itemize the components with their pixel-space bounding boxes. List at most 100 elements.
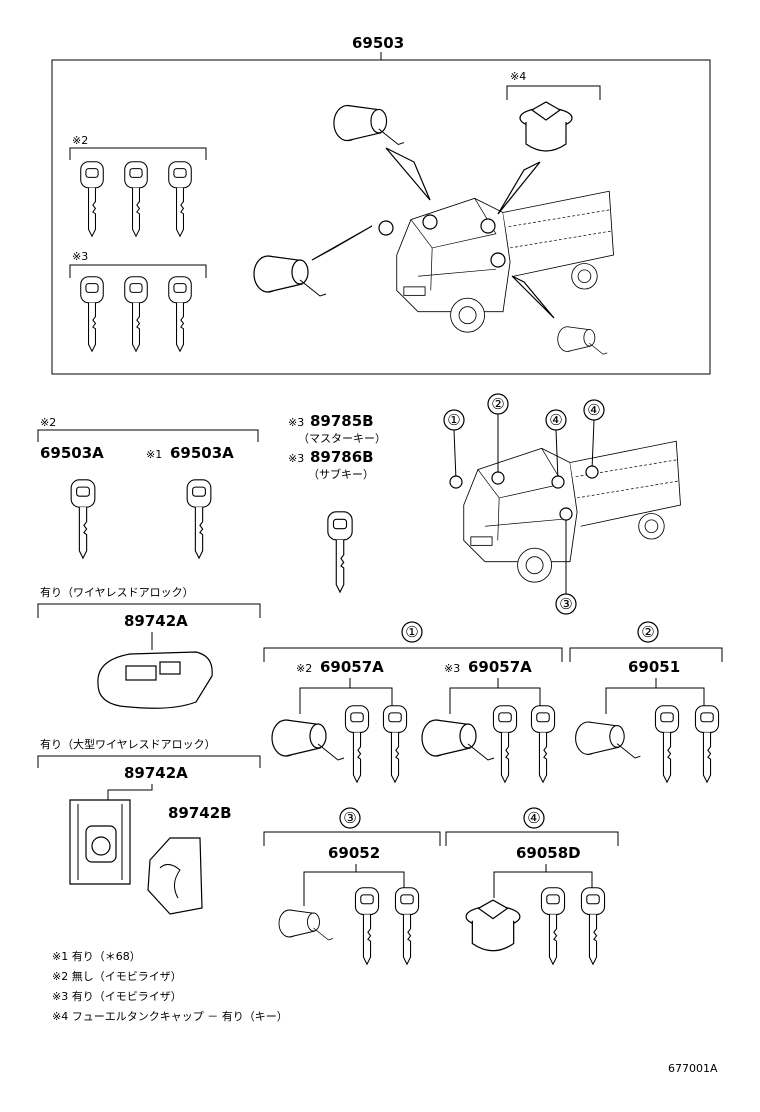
group-1-marker [401,621,423,643]
group-2-bracket [569,647,723,662]
group-3-callout: ③ [343,809,356,827]
key-icon [168,161,192,237]
group-1-left-note: ※2 [296,662,312,675]
pointer-arrow [311,225,373,261]
group-2-marker [637,621,659,643]
truck-callout-1: ① [447,411,460,429]
group-4-part: 69058D [516,844,581,862]
key-icon [124,161,148,237]
large-remote-edges [77,804,123,880]
location-dot [551,475,565,489]
location-dot [491,471,505,485]
group-2-callout: ② [641,623,654,641]
large-remote-button [91,836,111,856]
remote-button [125,665,157,681]
truck-callout-4a: ④ [549,411,562,429]
figure-id: 677001A [668,1062,718,1075]
lock-cylinder-icon [333,104,405,146]
note-4-bracket [506,85,601,100]
group-4-callout: ④ [527,809,540,827]
key-icon [80,161,104,237]
location-dot [422,214,438,230]
group-1-right-note: ※3 [444,662,460,675]
key-icon [492,705,518,783]
legend-line-4: ※4 フューエルタンクキャップ － 有り（キー） [52,1009,288,1023]
legend-line-3: ※3 有り（イモビライザ） [52,989,182,1003]
group-3-part: 69052 [328,844,380,862]
truck-callout-4b: ④ [587,401,600,419]
key-icon [694,705,720,783]
keyset-note: ※2 [40,416,56,429]
key-icon [580,887,606,965]
key-icon [124,276,148,352]
glove-box-cylinder [278,909,334,941]
note-2-bracket [69,147,207,160]
location-dot [449,475,463,489]
key-icon [344,705,370,783]
key-icon [70,479,96,559]
group-2-part: 69051 [628,658,680,676]
ignition-cylinder [575,721,641,759]
group-4-bracket [445,831,619,846]
group-3-marker [339,807,361,829]
keyset-part-b: 69503A [170,444,234,462]
remote-holder-slot [159,864,181,899]
sub-key-label: （サブキー） [308,467,374,481]
wireless-large-part-b: 89742B [168,804,232,822]
key-icon [382,705,408,783]
note-2-label: ※2 [72,134,88,147]
wireless-large-part-a: 89742A [124,764,188,782]
legend-line-2: ※2 無し（イモビライザ） [52,969,182,983]
group-1-right-leaders [449,678,541,714]
group-3-leaders [303,864,405,906]
fuel-cap [465,899,521,952]
keyset-part-a: 69503A [40,444,104,462]
top-assembly-part-no: 69503 [352,34,404,52]
fuel-cap-with-key [519,101,573,152]
sub-key-part: 89786B [310,448,374,466]
key-icon [394,887,420,965]
group-1-right-part: 69057A [468,658,532,676]
pointer-arrow [385,147,431,201]
group-1-left-part: 69057A [320,658,384,676]
wireless-heading: 有り（ワイヤレスドアロック） [40,585,194,599]
note-3-bracket [69,264,207,278]
key-icon [354,887,380,965]
location-dot [490,252,506,268]
master-key-part: 89785B [310,412,374,430]
key-icon [80,276,104,352]
callout-leaders [453,414,595,594]
master-key-note: ※3 [288,416,304,429]
door-lock-cylinder [271,719,345,761]
key-icon [186,479,212,559]
wireless-large-bracket [37,755,261,768]
group-1-callout: ① [405,623,418,641]
legend-line-1: ※1 有り（＊68） [52,949,141,963]
lock-cylinder-icon [557,326,608,355]
door-lock-cylinder [421,719,495,761]
lock-cylinder-icon [253,255,327,297]
group-1-left-leaders [299,678,393,714]
location-dot [378,220,394,236]
key-icon [530,705,556,783]
key-icon [168,276,192,352]
wireless-large-heading: 有り（大型ワイヤレスドアロック） [40,737,216,751]
note-3-label: ※3 [72,250,88,263]
location-dot [559,507,573,521]
master-key-label: （マスターキー） [298,432,386,445]
key-icon [327,511,353,593]
group-4-leaders [493,864,593,898]
group-2-leaders [605,678,705,714]
sub-key-note: ※3 [288,452,304,465]
group-1-bracket [263,647,563,662]
location-dot [480,218,496,234]
truck-callout-3: ③ [559,595,572,613]
wireless-part: 89742A [124,612,188,630]
group-3-bracket [263,831,441,846]
remote-button [159,661,181,675]
group-4-marker [523,807,545,829]
wireless-bracket [37,603,261,618]
keyset-part-b-note: ※1 [146,448,162,461]
note-4-label: ※4 [510,70,526,83]
